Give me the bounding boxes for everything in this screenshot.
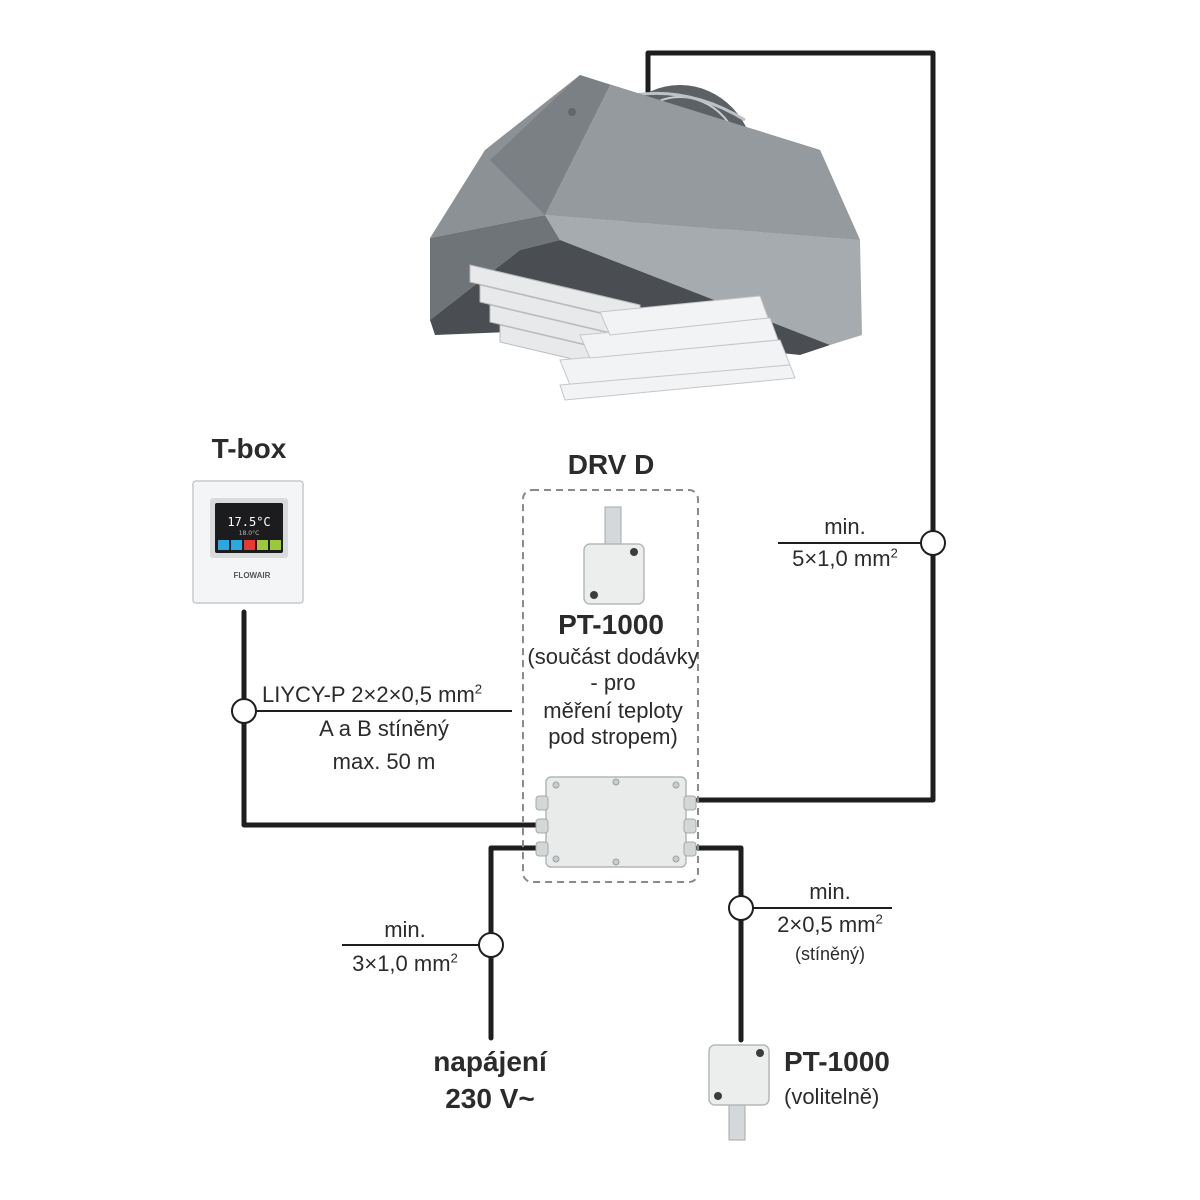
sensor-internal-desc-3: měření teploty [543,698,683,723]
wire-tbox-to-drv [241,609,541,828]
tbox-power-button[interactable] [244,540,255,550]
tbox-plus-button[interactable] [270,540,281,550]
wire-power-to-drv [488,845,541,1041]
heater-unit [430,75,862,401]
cable-tbox-spec: LIYCY-P 2×2×0,5 mm2 [262,681,483,707]
tbox-title: T-box [211,433,287,464]
tbox-minus-button[interactable] [257,540,268,550]
drv-dashed-frame [522,489,699,883]
cable-sensor-min: min. [809,879,851,904]
tbox-mode-button[interactable] [218,540,229,550]
cable-tbox-length: max. 50 m [332,749,436,774]
cable-tbox-shield: A a B stíněný [319,716,449,741]
tbox-display-temp: 17.5°C [227,515,270,529]
tbox-brand-logo: FLOWAIR [234,571,271,580]
cable-heater-min: min. [824,514,866,539]
junction-box-icon [535,776,697,868]
sensor-internal-name: PT-1000 [558,609,664,640]
power-voltage: 230 V~ [445,1083,535,1114]
wire-heater-to-drv [645,50,936,803]
sensor-internal-desc-2: - pro [590,670,636,695]
cable-markers [231,530,946,958]
cable-sensor-shield: (stíněný) [794,944,866,964]
sensor-internal-icon [583,506,645,605]
sensor-internal-desc-1: (součást dodávky [527,644,699,669]
cable-power-spec: 3×1,0 mm2 [352,950,458,976]
cable-sensor-spec: 2×0,5 mm2 [777,911,883,937]
sensor-optional-name: PT-1000 [784,1046,890,1077]
cable-heater-spec: 5×1,0 mm2 [792,545,898,571]
tbox-device: 17.5°C 18.0°C FLOWAIR [192,480,304,604]
sensor-optional-note: (volitelně) [784,1084,880,1109]
tbox-fan-button[interactable] [231,540,242,550]
wires [241,50,936,1043]
drv-title: DRV D [567,449,655,480]
sensor-internal-desc-4: pod stropem) [548,724,678,749]
power-label: napájení [433,1046,547,1077]
cable-power-min: min. [384,917,426,942]
sensor-optional-icon [708,1044,770,1141]
tbox-display-sub: 18.0°C [239,530,260,537]
wire-drv-to-sensor [695,845,744,1043]
